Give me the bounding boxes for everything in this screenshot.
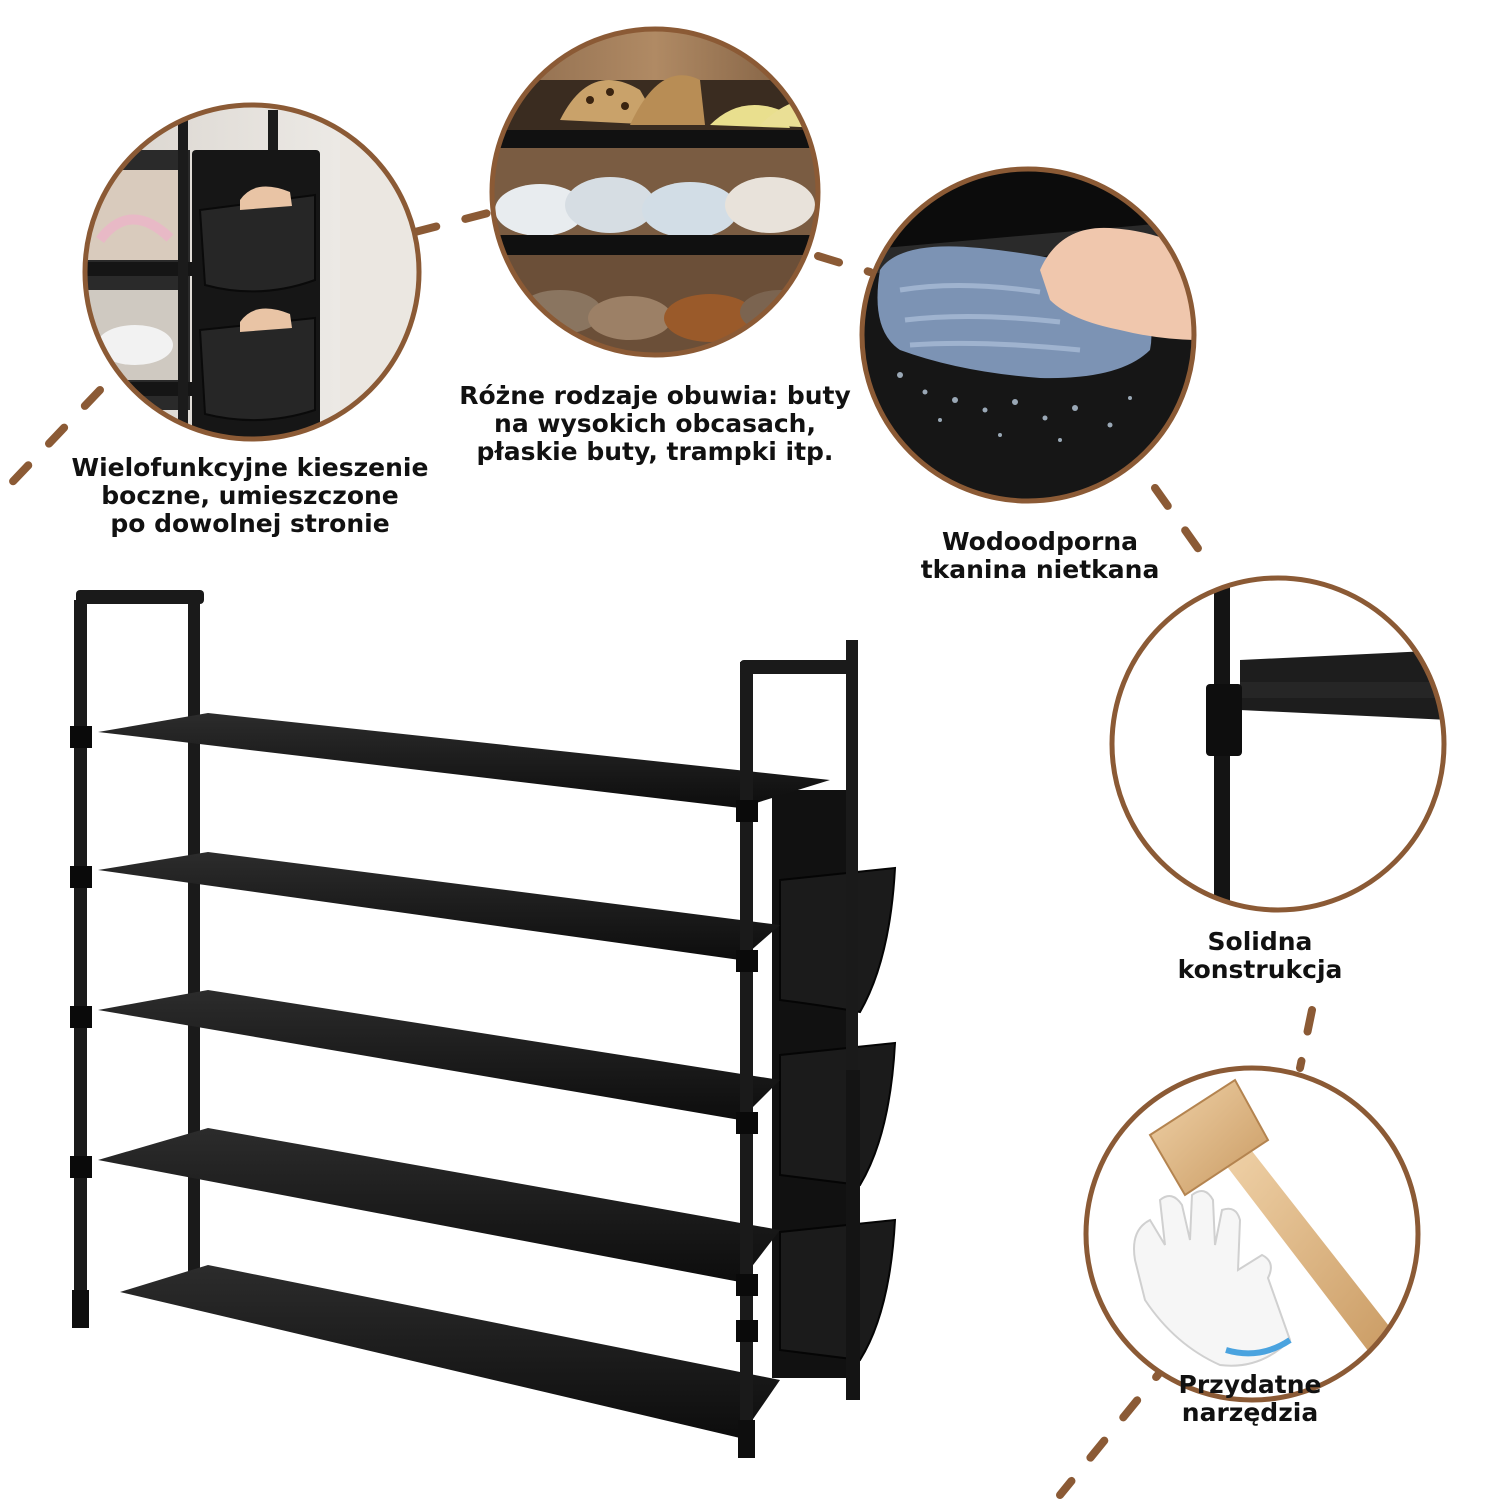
caption-side-pockets: Wielofunkcyjne kieszenie boczne, umieszc… (40, 454, 460, 538)
connector-pockets-left (0, 386, 104, 499)
caption-line: tkanina nietkana (920, 555, 1160, 584)
connector-pockets-shoes (411, 208, 496, 236)
caption-line: narzędzia (1181, 1398, 1319, 1427)
detail-circle-frame (1109, 575, 1447, 913)
detail-circle-tools (1083, 1065, 1421, 1403)
detail-circle-shoes (489, 26, 821, 358)
side-pocket-2 (779, 1041, 897, 1187)
glove (1133, 1190, 1292, 1367)
side-pocket-panel (772, 790, 897, 1378)
caption-line: Przydatne (1178, 1370, 1322, 1399)
caption-line: Solidna (1207, 927, 1313, 956)
caption-line: po dowolnej stronie (110, 509, 390, 538)
caption-line: Wielofunkcyjne kieszenie (71, 453, 429, 482)
caption-shoe-types: Różne rodzaje obuwia: buty na wysokich o… (420, 382, 890, 466)
shelf-5 (120, 1265, 780, 1438)
mallet-head (1148, 1078, 1270, 1197)
connector-fabric-frame (1151, 484, 1216, 572)
caption-line: Różne rodzaje obuwia: buty (459, 381, 851, 410)
caption-useful-tools: Przydatne narzędzia (1120, 1371, 1380, 1427)
caption-waterproof-fabric: Wodoodporna tkanina nietkana (880, 528, 1200, 584)
connector-frame-tools (1296, 1006, 1316, 1072)
post-back-left (188, 592, 200, 1292)
mallet-handle (1222, 1146, 1400, 1356)
caption-line: na wysokich obcasach, (494, 409, 816, 438)
post-front-right (740, 662, 753, 1452)
shelf-4 (98, 1128, 780, 1282)
side-pocket-1 (779, 866, 897, 1014)
shelf-2 (98, 852, 780, 960)
dashed-connectors (0, 208, 1316, 1499)
detail-circle-fabric (859, 166, 1197, 504)
caption-solid-frame: Solidna konstrukcja (1130, 928, 1390, 984)
side-pocket-3 (779, 1218, 897, 1362)
shelf-1 (98, 713, 830, 808)
detail-circle-pockets (82, 102, 422, 442)
connector-shoes-fabric (814, 252, 874, 276)
caption-line: konstrukcja (1177, 955, 1343, 984)
caption-line: boczne, umieszczone (101, 481, 399, 510)
caption-line: Wodoodporna (941, 527, 1139, 556)
shoe-rack (70, 590, 897, 1458)
post-front-left (74, 600, 87, 1320)
caption-line: płaskie buty, trampki itp. (476, 437, 834, 466)
shelf-3 (98, 990, 780, 1120)
